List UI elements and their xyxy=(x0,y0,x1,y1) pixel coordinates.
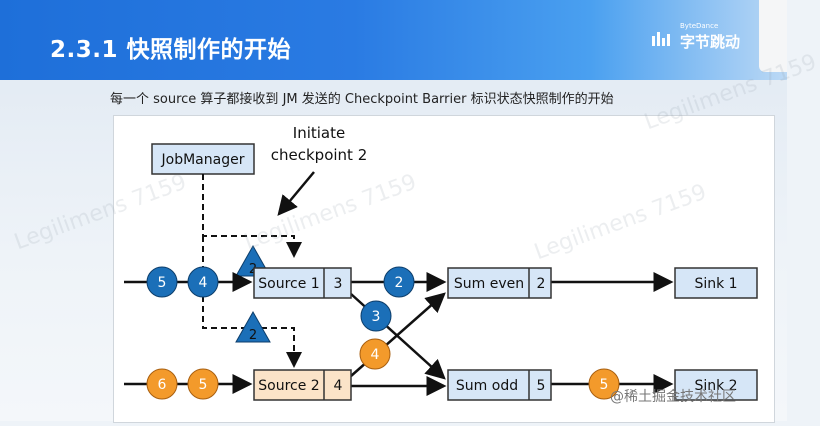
brand-name-cn: 字节跳动 xyxy=(680,33,741,51)
record-orange-5-label: 5 xyxy=(199,377,208,393)
source1-box xyxy=(253,267,352,299)
source2-box xyxy=(253,369,352,401)
sum-even-label: Sum even xyxy=(454,276,524,292)
source2-value: 4 xyxy=(334,378,343,394)
sink1-box xyxy=(674,267,758,299)
sink1-label: Sink 1 xyxy=(694,276,737,292)
record-orange-6 xyxy=(146,368,178,400)
slide-title: 2.3.1 快照制作的开始 xyxy=(50,37,291,63)
bytedance-logo-icon xyxy=(652,32,670,46)
record-blue-4-label: 4 xyxy=(199,275,208,291)
record-blue-2-label: 2 xyxy=(395,275,404,291)
source2-label: Source 2 xyxy=(258,378,319,394)
corner-element xyxy=(759,0,787,72)
record-blue-2 xyxy=(383,266,415,298)
sum-even-value: 2 xyxy=(537,276,546,292)
annotation-line1: Initiate xyxy=(293,124,345,142)
record-orange-4 xyxy=(359,338,391,370)
record-orange-5 xyxy=(187,368,219,400)
jobmanager-label: JobManager xyxy=(161,152,245,168)
annotation-arrow xyxy=(277,171,315,216)
sum-odd-label: Sum odd xyxy=(456,378,518,394)
diagram-panel: Initiate checkpoint 2 JobManager 2 2 Sou… xyxy=(113,115,775,423)
barrier-1-label: 2 xyxy=(249,262,257,277)
source1-label: Source 1 xyxy=(258,276,319,292)
barrier-path-top xyxy=(202,174,302,258)
record-orange-6-label: 6 xyxy=(158,377,167,393)
barrier-triangle-2 xyxy=(235,310,271,343)
slide-subtitle: 每一个 source 算子都接收到 JM 发送的 Checkpoint Barr… xyxy=(110,92,614,107)
checkpoint-diagram: Initiate checkpoint 2 JobManager 2 2 Sou… xyxy=(124,124,758,401)
brand-logo: ByteDance 字节跳动 xyxy=(652,22,752,58)
sum-even-box xyxy=(447,267,552,299)
sum-odd-box xyxy=(447,369,552,401)
brand-name-en: ByteDance xyxy=(680,22,719,30)
slide-header: 2.3.1 快照制作的开始 ByteDance 字节跳动 xyxy=(0,0,787,80)
record-orange-5-out xyxy=(588,368,620,400)
footer-watermark: @稀土掘金技术社区 xyxy=(610,389,736,405)
barrier-2-label: 2 xyxy=(249,328,257,343)
annotation-line2: checkpoint 2 xyxy=(271,146,367,164)
sink2-label: Sink 2 xyxy=(694,378,737,394)
record-orange-5-out-label: 5 xyxy=(600,377,609,393)
record-blue-5 xyxy=(146,266,178,298)
sink2-box xyxy=(674,369,758,401)
record-blue-5-label: 5 xyxy=(158,275,167,291)
sum-odd-value: 5 xyxy=(537,378,546,394)
source1-value: 3 xyxy=(334,276,343,292)
record-blue-3 xyxy=(360,300,392,332)
record-orange-4-label: 4 xyxy=(371,347,380,363)
record-blue-3-label: 3 xyxy=(372,309,381,325)
record-blue-4 xyxy=(187,266,219,298)
